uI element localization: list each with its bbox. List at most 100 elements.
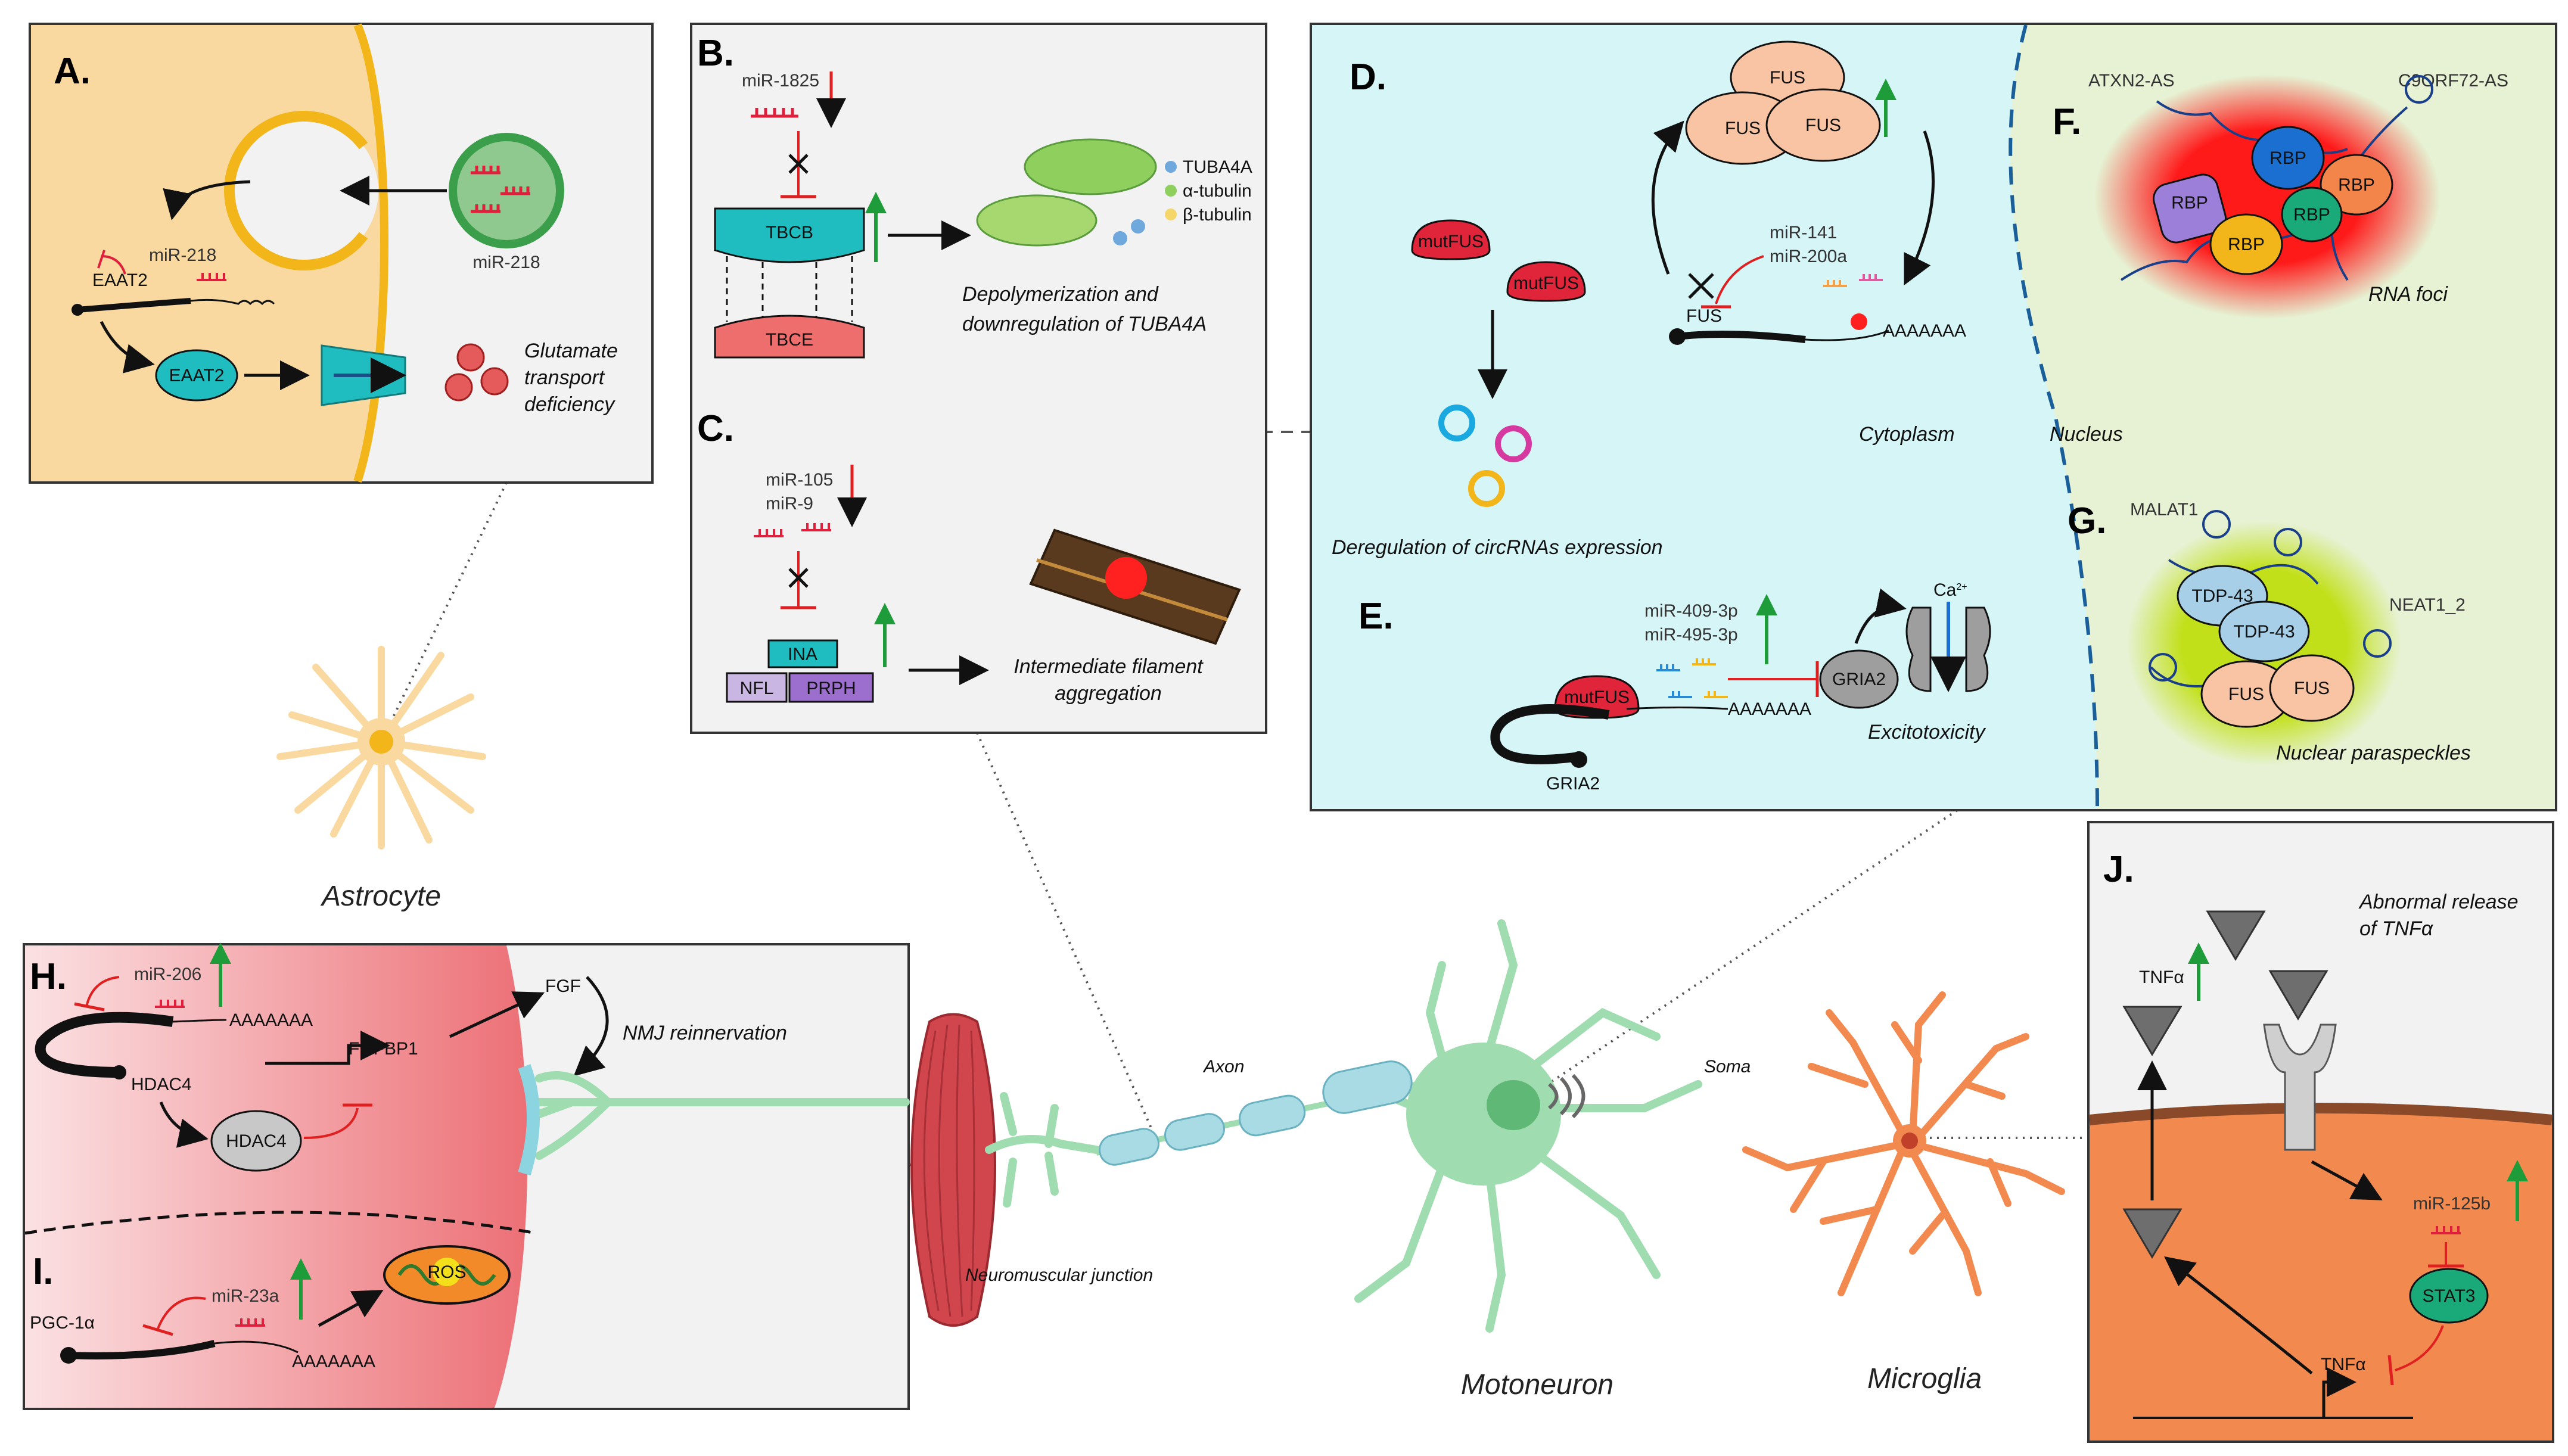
mutfus-label-2: mutFUS [1513,273,1579,293]
mir-200a-label: miR-200a [1770,247,1847,266]
fus-label-2: FUS [1725,119,1761,138]
fus-gene-label: FUS [1686,306,1722,326]
legend-alpha-tubulin: α-tubulin [1183,181,1252,201]
hdac4-protein-label: HDAC4 [226,1131,287,1151]
rbp-label-5: RBP [2228,235,2265,254]
panel-c-letter: C. [697,408,734,449]
tnf-triangle-4 [2122,1208,2183,1259]
mitochondrion-icon [383,1245,511,1305]
rna-foci-cloud [2094,74,2440,319]
panel-h-caption: NMJ reinnervation [623,1022,787,1044]
nmj-label: Neuromuscular junction [965,1265,1153,1285]
panel-d-caption: Deregulation of circRNAs expression [1332,536,1663,559]
hdac4-mrna-polya: AAAAAAA [229,1010,313,1030]
rbp-label-2: RBP [2269,148,2306,168]
mirna-141-200a-icons [1823,274,1883,330]
panel-h-letter: H. [30,956,67,997]
motoneuron-cell: Axon Soma Neuromuscular junction Motoneu… [965,919,1751,1401]
soma-label: Soma [1704,1057,1751,1077]
axon-label: Axon [1202,1057,1244,1077]
filament-aggregate-icon [1029,528,1241,645]
mirna-218-icon [97,250,226,281]
panel-b-caption-1: Depolymerization and [962,283,1159,306]
gria2-mrna-polya: AAAAAAA [1728,699,1811,719]
c9orf72-as-label: C9ORF72-AS [2398,71,2508,91]
rbp-label-1: RBP [2171,193,2208,213]
ina-box [767,639,838,668]
panel-f-letter: F. [2053,101,2081,142]
nfl-label: NFL [740,679,774,698]
panel-defg: D. FUS FUS FUS miR-141 miR-200a FUS AAAA… [1310,23,2557,811]
fgf-label: FGF [545,976,581,996]
fus-label-1: FUS [1770,68,1805,88]
mir-218-label: miR-218 [149,245,216,265]
panel-bc: B. miR-1825 TBCB TBCE TUBA4A α-tubulin β [690,23,1267,734]
panel-j-caption-2: of TNFα [2359,917,2434,940]
panel-a-caption-3: deficiency [524,393,615,416]
gria2-gene-label: GRIA2 [1546,774,1600,794]
hdac4-protein [210,1110,302,1172]
glutamate-transporter-icon [321,344,406,406]
astrocyte-cell: Astrocyte [276,646,486,912]
mirna-125b-icon [2431,1226,2461,1234]
motoneuron-label: Motoneuron [1461,1369,1613,1401]
panel-b-caption-2: downregulation of TUBA4A [962,313,1207,335]
rbp-label-3: RBP [2338,175,2375,195]
tbce-label: TBCE [766,330,813,350]
pgc1a-mrna-polya: AAAAAAA [292,1352,375,1371]
atxn2-as-label: ATXN2-AS [2088,71,2174,91]
panel-c-caption-1: Intermediate filament [1013,655,1204,678]
vesicle-mir-label: miR-218 [472,253,540,272]
circrna-icons [1438,405,1532,507]
mir-23a-label: miR-23a [212,1286,279,1306]
panel-i-letter: I. [33,1251,53,1292]
legend-beta-tubulin: β-tubulin [1183,205,1252,225]
neat1-label: NEAT1_2 [2389,595,2466,615]
rbp-label-4: RBP [2293,205,2330,225]
mir-206-label: miR-206 [134,965,201,984]
hdac4-gene-label: HDAC4 [131,1075,192,1094]
panel-e-caption: Excitotoxicity [1868,721,1986,743]
tdp43-label-1: TDP-43 [2191,586,2253,606]
mir-125b-label: miR-125b [2413,1194,2491,1214]
fus-g-label-1: FUS [2228,685,2264,704]
mirna-409-495-icons [1656,658,1728,698]
mirna-23a-icon [235,1318,265,1327]
pgc1a-label: PGC-1α [30,1313,95,1333]
panel-g-caption: Nuclear paraspeckles [2276,742,2471,764]
microtubule-icon [976,138,1157,247]
tbce-box [714,315,865,359]
panel-d-letter: D. [1350,57,1386,98]
panel-b-letter: B. [697,33,734,74]
tdp43-label-2: TDP-43 [2233,622,2295,642]
panel-a-letter: A. [54,51,91,92]
fus-mrna-polya: AAAAAAA [1883,321,1966,341]
tnf-receptor-icon [2263,1023,2337,1151]
microglia-cell: Microglia [1742,991,2065,1395]
mirna-1825-icon [751,108,798,118]
nfl-box [726,672,788,703]
microglia-label: Microglia [1867,1363,1982,1395]
legend-tuba4a: TUBA4A [1183,157,1252,177]
panel-f-caption: RNA foci [2368,283,2448,306]
mir-141-label: miR-141 [1770,223,1837,242]
panel-j-caption-1: Abnormal release [2358,891,2518,913]
panel-j: J. Abnormal release of TNFα TNFα miR-125… [2087,821,2554,1443]
muscle-fiber [910,1013,996,1327]
stat3-protein [2409,1268,2489,1324]
prph-box [788,672,874,703]
stat3-label: STAT3 [2423,1286,2476,1306]
gria2-protein [1819,649,1899,709]
mir-105-label: miR-105 [766,470,833,490]
panel-g-letter: G. [2068,500,2106,542]
ampa-receptor-icon [1905,602,1991,692]
tbcb-box [714,207,865,263]
gria2-protein-label: GRIA2 [1832,670,1886,689]
panel-j-letter: J. [2103,849,2134,890]
prph-label: PRPH [806,679,856,698]
fus-trimer: FUS FUS FUS [1685,41,1881,165]
mir-1825-label: miR-1825 [742,71,819,91]
ina-label: INA [788,645,817,664]
mir-9-label: miR-9 [766,494,813,514]
